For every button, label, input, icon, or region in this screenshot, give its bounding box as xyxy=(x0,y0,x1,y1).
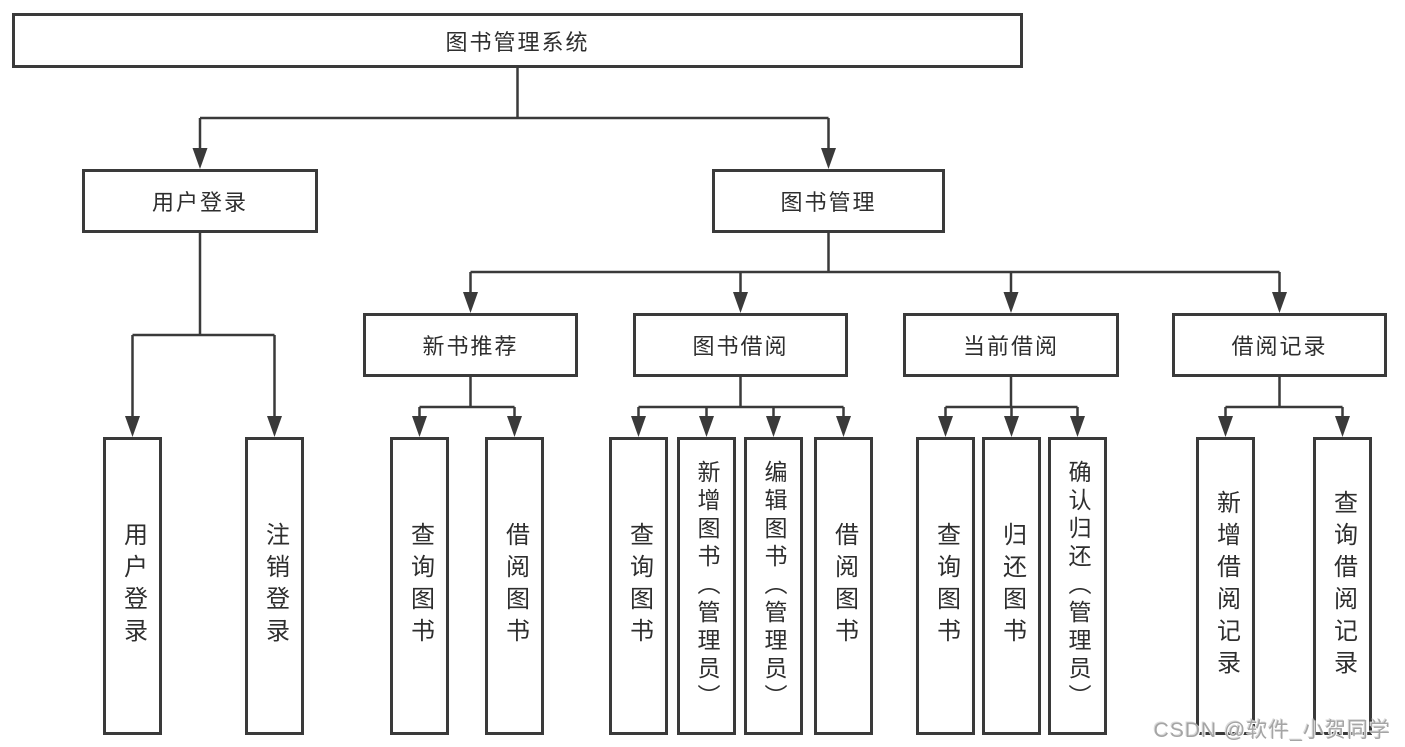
node-book-management: 图书管理 xyxy=(712,169,945,233)
arrowhead-icon xyxy=(766,416,781,437)
node-label: 新增图书（管理员） xyxy=(694,460,720,712)
arrowhead-icon xyxy=(733,292,748,313)
connector-root-to-level2 xyxy=(192,68,836,169)
node-library-system: 图书管理系统 xyxy=(12,13,1023,68)
leaf-query-borrow-record: 查询借阅记录 xyxy=(1313,437,1372,735)
arrowhead-icon xyxy=(1070,416,1085,437)
node-label: 当前借阅 xyxy=(962,334,1059,359)
connector-user-login-children xyxy=(125,233,282,437)
node-label: 编辑图书（管理员） xyxy=(761,460,787,712)
arrowhead-icon xyxy=(125,416,140,437)
node-borrow-records: 借阅记录 xyxy=(1172,313,1387,377)
connector-new-book-recommend-children xyxy=(412,377,522,437)
leaf-add-borrow-record: 新增借阅记录 xyxy=(1196,437,1255,735)
connector-borrow-records-children xyxy=(1218,377,1350,437)
node-label: 查询图书 xyxy=(406,522,434,650)
node-book-borrow: 图书借阅 xyxy=(633,313,848,377)
leaf-user-login: 用户登录 xyxy=(103,437,162,735)
node-label: 查询图书 xyxy=(625,522,653,650)
leaf-edit-books-admin: 编辑图书（管理员） xyxy=(744,437,803,735)
arrowhead-icon xyxy=(412,416,427,437)
csdn-watermark: CSDN @软件_小贺同学 xyxy=(1153,719,1391,742)
arrowhead-icon xyxy=(699,416,714,437)
arrowhead-icon xyxy=(1003,292,1019,313)
node-label: 借阅图书 xyxy=(830,522,858,650)
leaf-query-books-current: 查询图书 xyxy=(916,437,975,735)
node-label: 用户登录 xyxy=(151,190,248,215)
node-label: 借阅记录 xyxy=(1231,334,1328,359)
node-label: 图书借阅 xyxy=(692,334,789,359)
arrowhead-icon xyxy=(821,148,836,169)
node-new-book-recommend: 新书推荐 xyxy=(363,313,578,377)
connector-book-management-children xyxy=(463,233,1287,313)
leaf-confirm-return-admin: 确认归还（管理员） xyxy=(1048,437,1107,735)
node-label: 用户登录 xyxy=(119,522,147,650)
leaf-borrow-books: 借阅图书 xyxy=(814,437,873,735)
node-label: 确认归还（管理员） xyxy=(1065,460,1091,712)
node-user-login: 用户登录 xyxy=(82,169,318,233)
node-current-borrow: 当前借阅 xyxy=(903,313,1119,377)
arrowhead-icon xyxy=(1004,416,1019,437)
node-label: 图书管理 xyxy=(780,190,877,215)
arrowhead-icon xyxy=(1272,292,1287,313)
node-label: 注销登录 xyxy=(261,522,289,650)
arrowhead-icon xyxy=(1218,416,1233,437)
leaf-add-books-admin: 新增图书（管理员） xyxy=(677,437,736,735)
connector-current-borrow-children xyxy=(938,377,1085,437)
node-label: 查询图书 xyxy=(932,522,960,650)
leaf-query-books-recommend: 查询图书 xyxy=(390,437,449,735)
node-label: 借阅图书 xyxy=(501,522,529,650)
leaf-borrow-books-recommend: 借阅图书 xyxy=(485,437,544,735)
arrowhead-icon xyxy=(938,416,953,437)
arrowhead-icon xyxy=(463,292,478,313)
arrowhead-icon xyxy=(192,148,208,169)
connector-book-borrow-children xyxy=(631,377,851,437)
arrowhead-icon xyxy=(1335,416,1350,437)
leaf-logout: 注销登录 xyxy=(245,437,304,735)
arrowhead-icon xyxy=(631,416,646,437)
leaf-query-books-borrow: 查询图书 xyxy=(609,437,668,735)
node-label: 新书推荐 xyxy=(422,334,519,359)
node-label: 查询借阅记录 xyxy=(1329,490,1357,682)
node-label: 归还图书 xyxy=(998,522,1026,650)
arrowhead-icon xyxy=(507,416,522,437)
leaf-return-books: 归还图书 xyxy=(982,437,1041,735)
arrowhead-icon xyxy=(267,416,282,437)
node-label: 新增借阅记录 xyxy=(1212,490,1240,682)
arrowhead-icon xyxy=(836,416,851,437)
node-label: 图书管理系统 xyxy=(445,29,590,55)
